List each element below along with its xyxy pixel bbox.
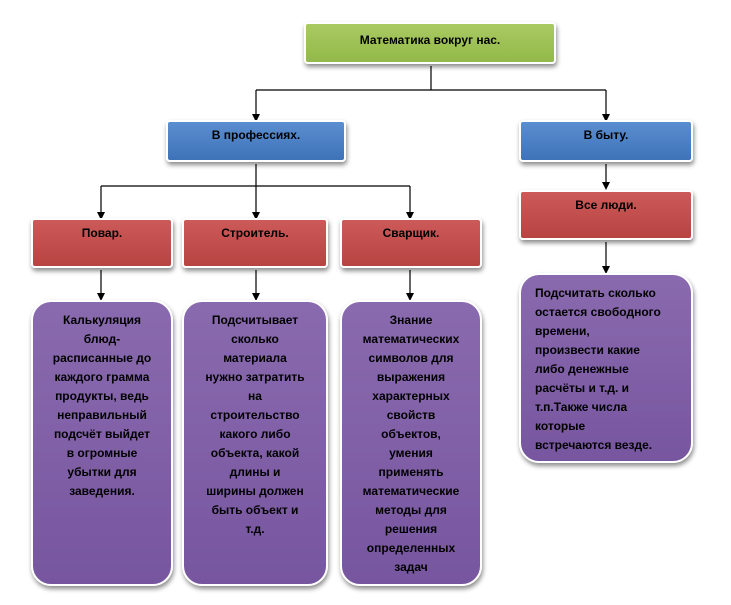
welder-label: Сварщик. — [382, 226, 440, 240]
builder-label: Строитель. — [221, 226, 289, 240]
welder-description: Знание математических символов для выраж… — [340, 300, 482, 586]
root-node: Математика вокруг нас. — [304, 22, 556, 64]
everyone-description-text: Подсчитать сколько остается свободного в… — [535, 286, 661, 452]
cook-node: Повар. — [31, 218, 173, 268]
builder-description-text: Подсчитывает сколько материала нужно зат… — [205, 313, 305, 536]
everyone-description: Подсчитать сколько остается свободного в… — [519, 273, 693, 463]
professions-node: В профессиях. — [166, 120, 346, 162]
cook-description: Калькуляция блюд- расписанные до каждого… — [31, 300, 173, 586]
daily-node: В быту. — [519, 120, 693, 162]
welder-node: Сварщик. — [340, 218, 482, 268]
cook-label: Повар. — [81, 226, 123, 240]
everyone-node: Все люди. — [519, 190, 693, 240]
daily-label: В быту. — [583, 128, 629, 142]
welder-description-text: Знание математических символов для выраж… — [362, 313, 460, 574]
builder-node: Строитель. — [182, 218, 328, 268]
everyone-label: Все люди. — [575, 198, 637, 212]
professions-label: В профессиях. — [211, 128, 301, 142]
root-label: Математика вокруг нас. — [359, 33, 501, 47]
cook-description-text: Калькуляция блюд- расписанные до каждого… — [52, 313, 152, 498]
builder-description: Подсчитывает сколько материала нужно зат… — [182, 300, 328, 586]
